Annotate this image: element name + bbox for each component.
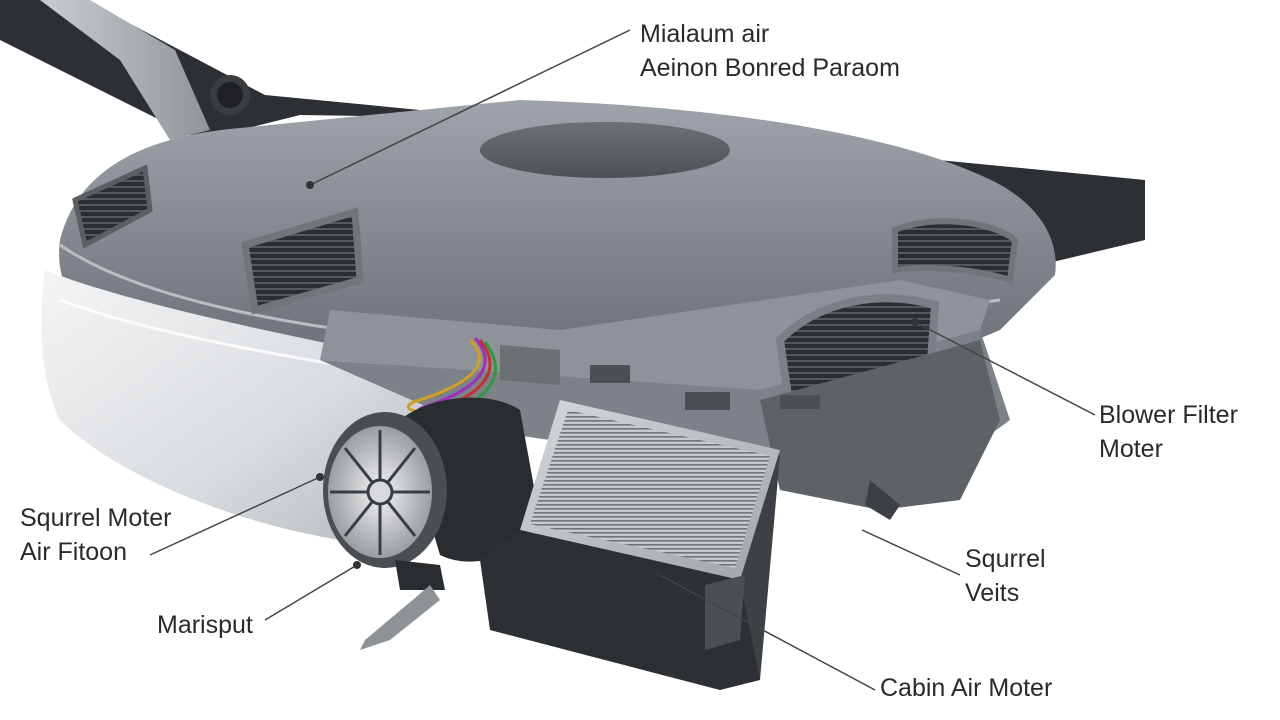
callout-squirrel-right-line-2: Veits [965, 579, 1020, 607]
callout-manifold-line-1: Marisput [157, 611, 253, 639]
callout-label-cabin-air: Cabin Air Moter [880, 671, 1052, 705]
callout-squirrel-left-line-2: Air Fitoon [20, 538, 127, 566]
callout-top-line-1: Mialaum air [640, 20, 770, 48]
callout-label-manifold: Marisput [157, 608, 253, 642]
hvac-housing [500, 340, 1000, 520]
callout-label-squirrel-motor: Squrrel Moter Air Fitoon [20, 501, 171, 569]
callout-label-top: Mialaum air Aeinon Bonred Paraom [640, 17, 900, 85]
callout-label-squirrel-vents: Squrrel Veits [965, 542, 1046, 610]
blower-motor [323, 397, 540, 650]
callout-squirrel-left-line-1: Squrrel Moter [20, 504, 172, 532]
callout-top-line-2: Aeinon Bonred Paraom [640, 54, 900, 82]
callout-label-blower-filter: Blower Filter Moter [1099, 398, 1238, 466]
leader-lines [149, 29, 1096, 691]
air-vents [72, 164, 1019, 415]
callout-squirrel-right-line-1: Squrrel [965, 545, 1046, 573]
callout-cabin-line-1: Cabin Air Moter [880, 674, 1053, 702]
callout-blower-line-2: Moter [1099, 435, 1163, 463]
callout-blower-line-1: Blower Filter [1099, 401, 1238, 429]
leader-dots [306, 181, 919, 578]
cabin-air-filter [480, 400, 780, 690]
